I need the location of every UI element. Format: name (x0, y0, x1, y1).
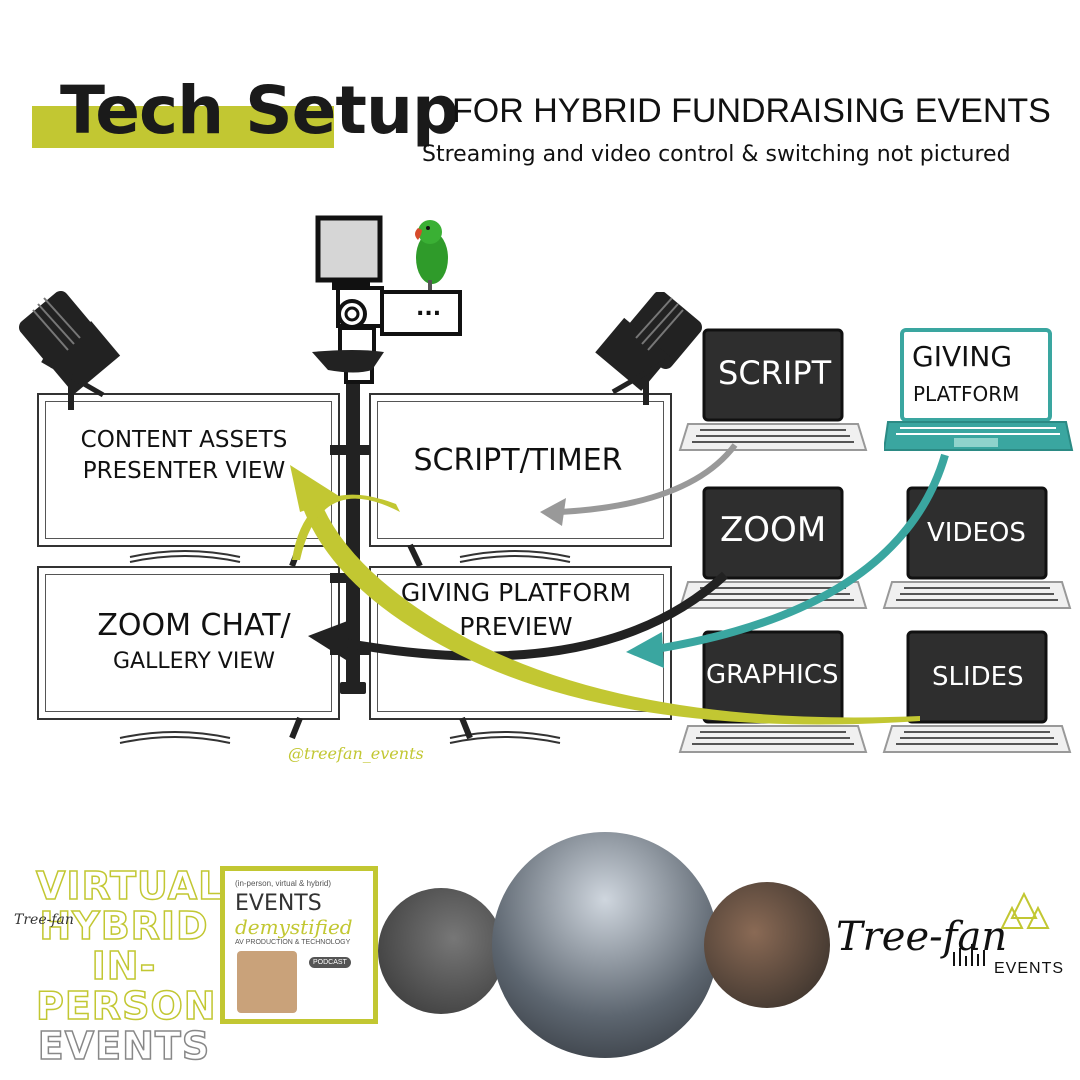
page-subtitle: FOR HYBRID FUNDRAISING EVENTS (452, 92, 1051, 130)
social-handle: @treefan_events (288, 744, 424, 763)
camera-screen-text: ... (416, 296, 442, 321)
podcast-line3: AV PRODUCTION & TECHNOLOGY (235, 939, 351, 946)
tree-icon (953, 891, 1050, 966)
logo-line: IN-PERSON (35, 944, 217, 1028)
laptop-label-zoom: ZOOM (720, 510, 827, 550)
monitor-label-line: ZOOM CHAT/ (97, 608, 291, 643)
laptop-label-giving-sub: PLATFORM (913, 382, 1020, 406)
logo-line: HYBRID (39, 904, 209, 948)
podcast-card[interactable]: (in-person, virtual & hybrid) EVENTS dem… (220, 866, 378, 1024)
spotlight-left-icon (19, 291, 121, 410)
page-title: Tech Setup (60, 72, 459, 149)
page-note: Streaming and video control & switching … (422, 142, 1011, 167)
podcast-small: (in-person, virtual & hybrid) (235, 879, 332, 888)
laptop-label-graphics: GRAPHICS (706, 660, 839, 690)
monitor-content-assets: CONTENT ASSETS PRESENTER VIEW (37, 393, 340, 547)
monitor-zoom-chat: ZOOM CHAT/ GALLERY VIEW (37, 566, 340, 720)
podcast-line2: demystified (235, 915, 353, 939)
brand-logo: Tree-fan EVENTS (834, 888, 1070, 988)
spotlight-right-icon (595, 292, 702, 405)
laptop-script[interactable] (678, 328, 868, 456)
logo-virtual-hybrid: VIRTUAL HYBRID IN-PERSON EVENTS (35, 864, 224, 1068)
monitor-label-line: PRESENTER VIEW (82, 458, 286, 485)
camera-rig-icon (312, 215, 462, 384)
logo-line: VIRTUAL (35, 864, 224, 908)
laptop-label-slides: SLIDES (932, 662, 1024, 692)
laptop-label-script: SCRIPT (718, 354, 832, 392)
mini-brand: Tree-fan (14, 912, 74, 928)
podcast-badge: PODCAST (309, 957, 351, 968)
photo-circle-2 (492, 832, 718, 1058)
laptop-slides[interactable] (882, 630, 1072, 758)
photo-circle-1 (378, 888, 504, 1014)
brand-name: Tree-fan (836, 914, 1008, 960)
monitor-label-line: CONTENT ASSETS (80, 427, 288, 453)
laptop-videos[interactable] (882, 486, 1072, 614)
photo-circle-3 (704, 882, 830, 1008)
logo-line: EVENTS (37, 1024, 211, 1068)
laptop-zoom[interactable] (678, 486, 868, 614)
brand-sub: EVENTS (994, 960, 1065, 977)
laptop-label-videos: VIDEOS (927, 518, 1026, 548)
podcast-photo (237, 951, 297, 1013)
parrot-icon (415, 220, 448, 290)
laptop-giving[interactable] (884, 328, 1074, 456)
laptop-label-giving: GIVING (912, 340, 1013, 373)
laptop-graphics[interactable] (678, 630, 868, 758)
podcast-line1: EVENTS (235, 891, 322, 916)
monitor-label-line: GALLERY VIEW (112, 648, 275, 674)
title-highlight (32, 106, 334, 148)
